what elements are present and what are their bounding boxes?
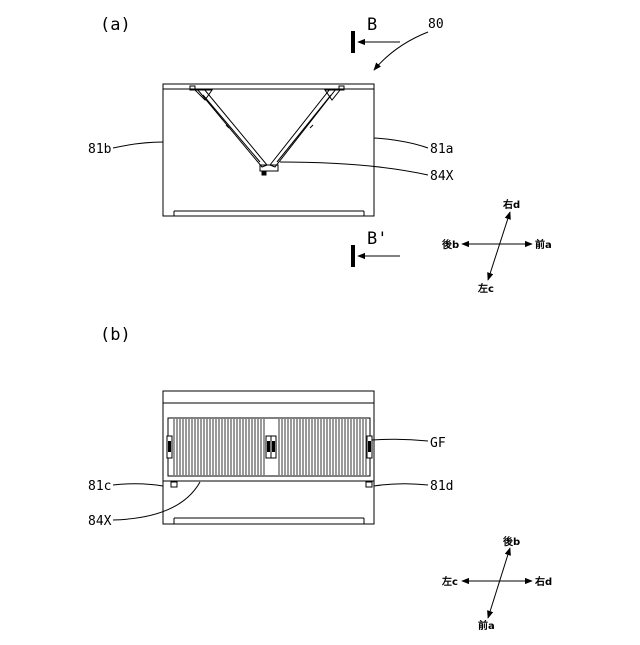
- compass-b-rear-label: 後b: [503, 535, 520, 548]
- compass-b-right-label: 右d: [534, 575, 552, 588]
- ref-81c-label: 81c: [88, 479, 111, 494]
- section-label-b-prime: B': [367, 229, 387, 249]
- ref-81b-leader: [113, 142, 163, 148]
- housing-top-view: [163, 84, 374, 216]
- ref-81a-label: 81a: [430, 142, 453, 157]
- filter-latch-left: [168, 441, 171, 452]
- filter-clip: [310, 125, 313, 128]
- ref-81d-label: 81d: [430, 479, 453, 494]
- direction-compass-a: 右d 後b 前a 左c: [442, 198, 552, 295]
- section-label-b: B: [367, 15, 377, 35]
- figure-b: (b) GF: [88, 325, 552, 632]
- compass-a-right-label: 右d: [502, 198, 520, 211]
- ref-81c-leader: [113, 484, 163, 486]
- figure-a: (a) B 80: [88, 15, 552, 295]
- compass-a-front-label: 前a: [535, 238, 552, 251]
- filter-latch-center-right: [272, 441, 275, 452]
- housing-outline-a: [163, 84, 374, 216]
- ref-81b-label: 81b: [88, 142, 112, 157]
- filter-latch-center-left: [267, 441, 270, 452]
- compass-b-front-label: 前a: [478, 619, 495, 632]
- filter-panel-left-inner: [203, 95, 260, 162]
- ref-80-leader: [374, 32, 428, 70]
- foot-left: [171, 482, 177, 487]
- ref-81d-leader: [374, 484, 428, 486]
- ref-gf-leader: [372, 439, 428, 441]
- ref-84x-label-b: 84X: [88, 514, 112, 529]
- compass-b-left-label: 左c: [441, 575, 458, 588]
- panel-label-b: (b): [100, 325, 131, 345]
- ref-81a-leader: [374, 138, 428, 148]
- section-mark-b: [351, 31, 355, 53]
- direction-compass-b: 後b 左c 右d 前a: [441, 535, 552, 632]
- foot-right: [366, 482, 372, 487]
- v-filter-assembly: [195, 89, 340, 175]
- ref-84x-label-a: 84X: [430, 169, 454, 184]
- compass-a-left-label: 左c: [477, 282, 494, 295]
- ref-80-label: 80: [428, 17, 444, 32]
- compass-a-left-right-axis: [488, 212, 510, 280]
- filter-panel-right-inner: [277, 95, 331, 162]
- filter-bracket-right: [325, 90, 340, 100]
- ref-84x-leader-b: [113, 482, 200, 520]
- housing-front-view: [163, 391, 374, 524]
- drain-outlet: [262, 171, 266, 175]
- filter-latch-right: [368, 441, 371, 452]
- grease-filter: [167, 418, 372, 476]
- ref-gf-label: GF: [430, 436, 446, 451]
- compass-a-rear-label: 後b: [442, 238, 459, 251]
- section-mark-b-prime: [351, 245, 355, 267]
- ref-84x-leader-a: [280, 162, 428, 175]
- compass-b-front-rear-axis: [488, 548, 510, 618]
- panel-label-a: (a): [100, 15, 131, 35]
